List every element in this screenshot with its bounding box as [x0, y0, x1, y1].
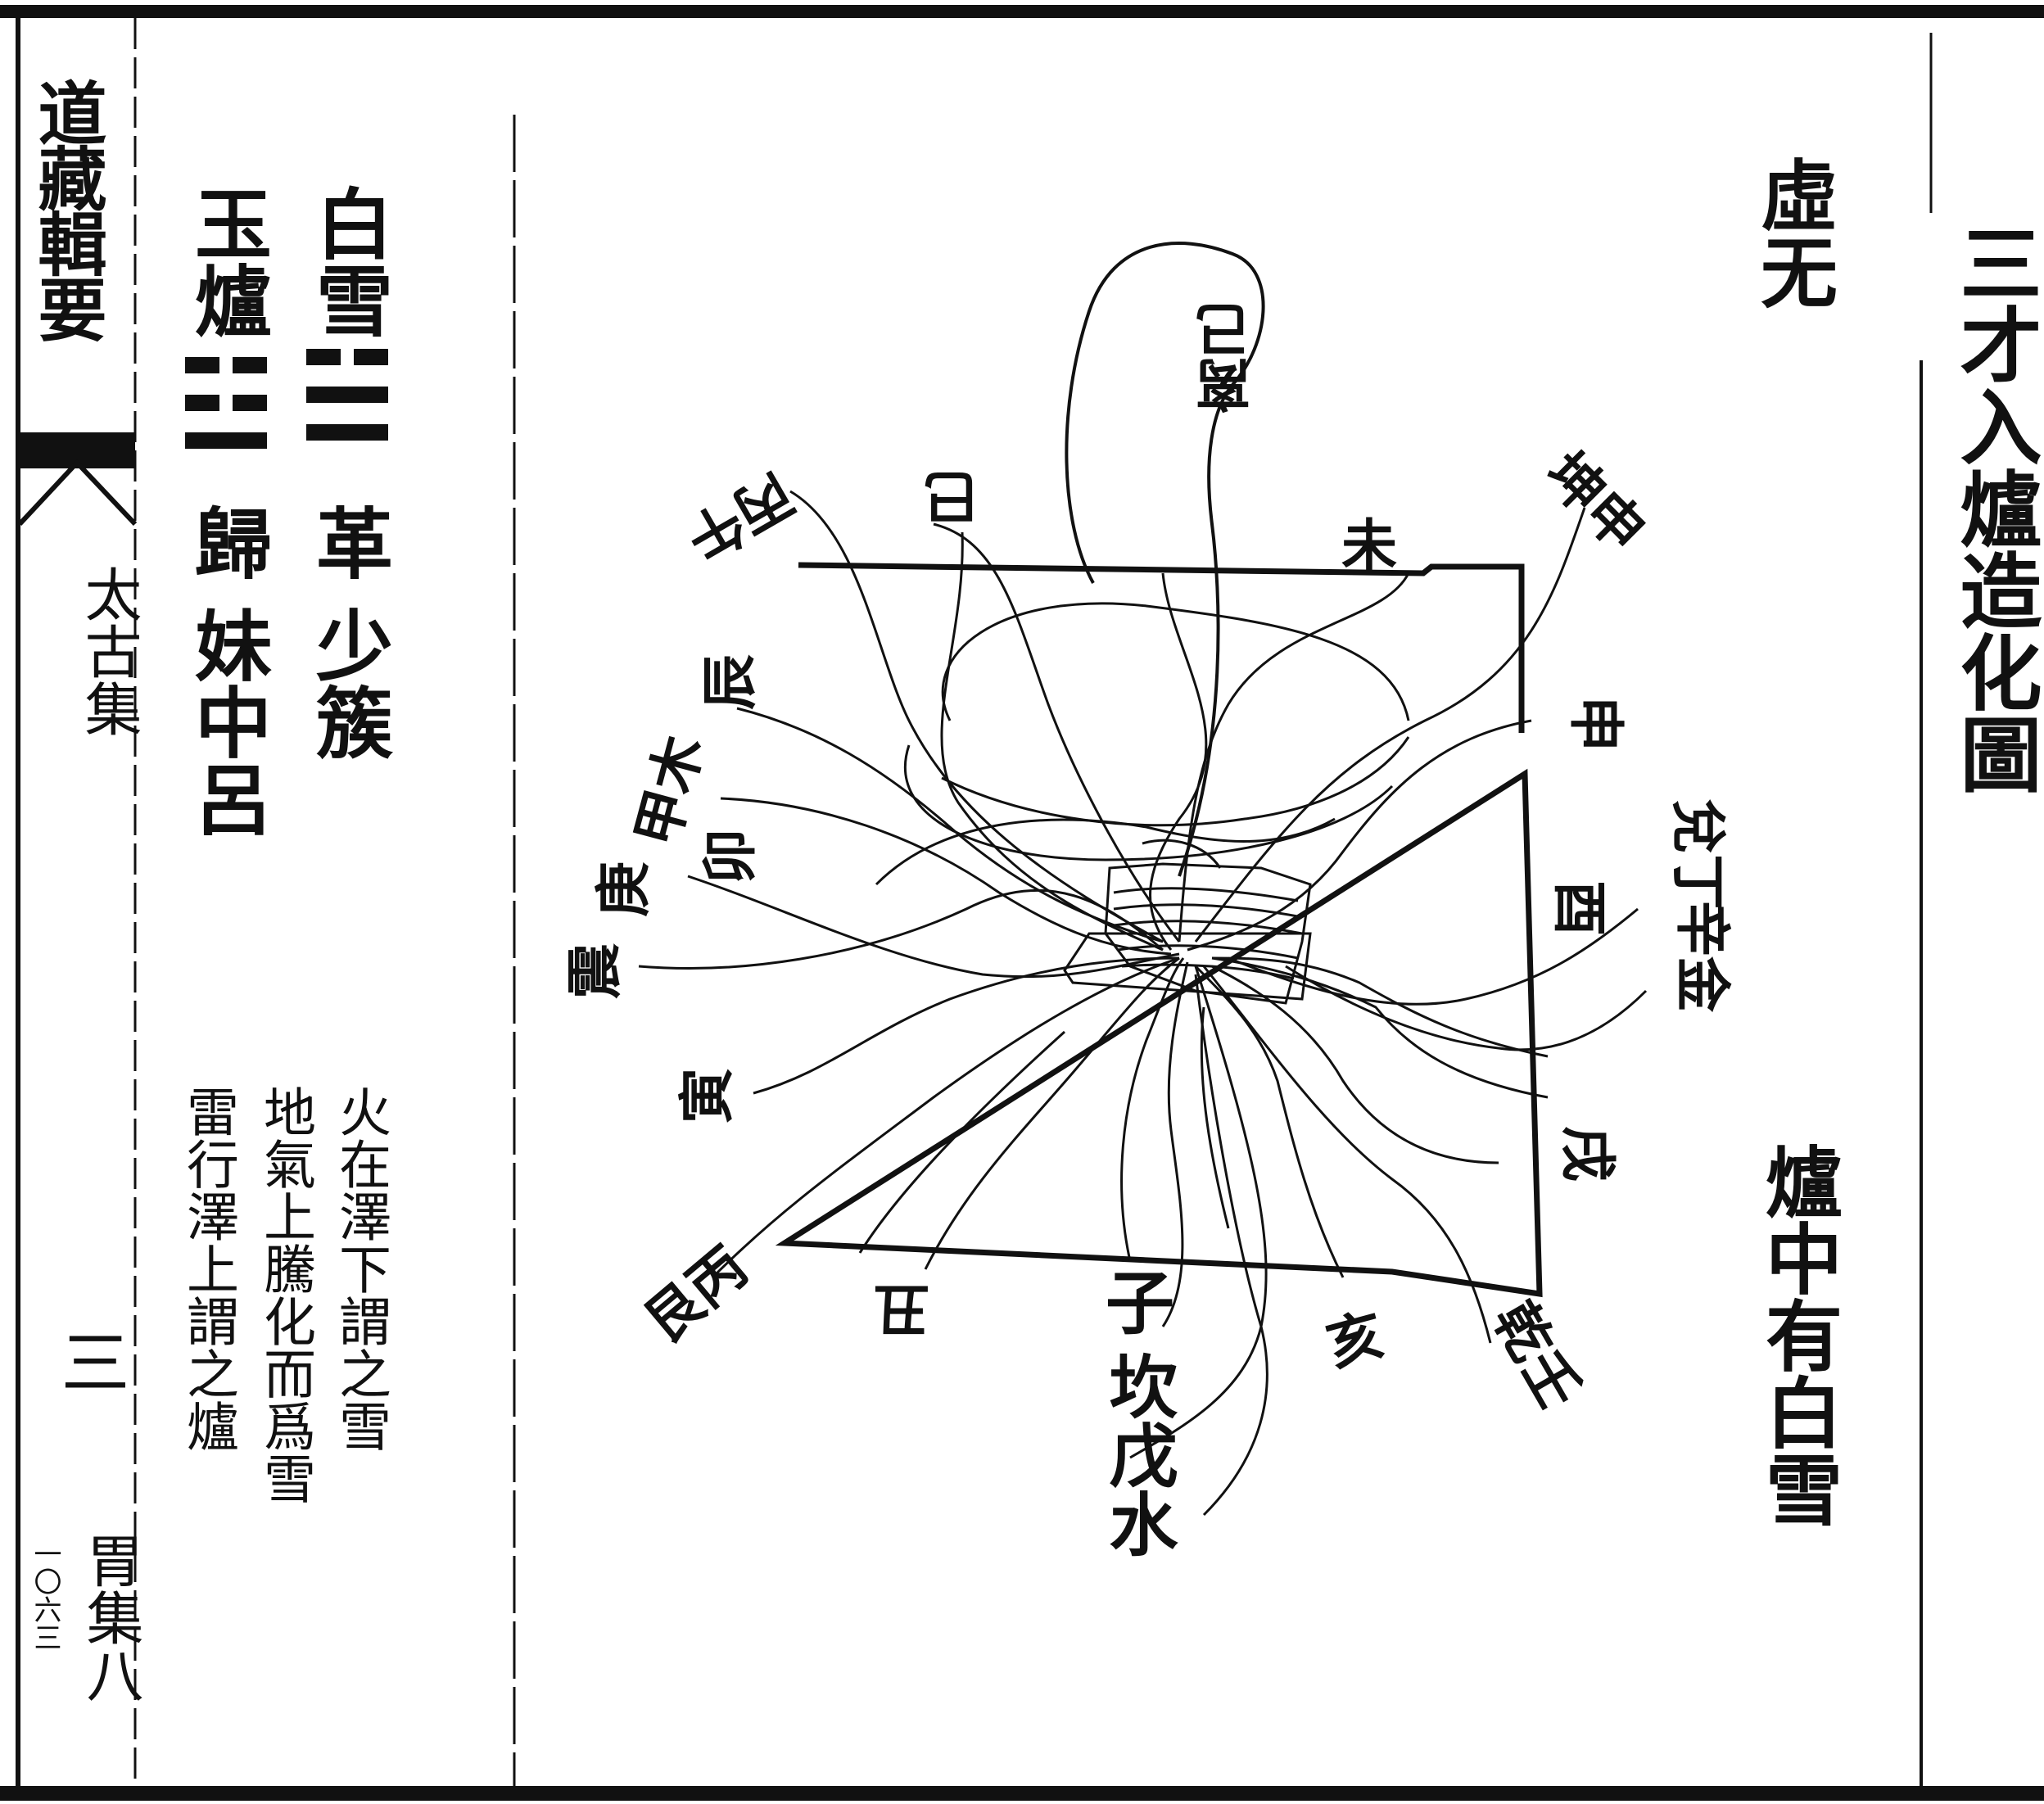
- label-yin: 寅: [675, 1068, 740, 1124]
- page-number: 三: [50, 1327, 130, 1395]
- commentary-line-3: 雷行澤上謂之爐: [178, 1085, 238, 1452]
- trigram-zhen-guimei: [185, 352, 267, 475]
- label-zhen: 震: [563, 943, 628, 999]
- folio-number: 一〇六三: [29, 1540, 61, 1651]
- hexagram-name-left: 玉爐: [182, 184, 272, 338]
- label-shen: 申: [1562, 696, 1628, 752]
- pitch-shaocu: 少簇: [303, 606, 393, 760]
- label-geng: 庚: [591, 861, 657, 917]
- label-wei: 未: [1341, 513, 1397, 579]
- label-chou: 丑: [874, 1276, 929, 1341]
- commentary-line-2: 地氣上騰化而爲雪: [255, 1085, 315, 1504]
- heading-void: 虛无: [1748, 156, 1838, 310]
- label-xu: 戌: [1554, 1126, 1620, 1182]
- label-xin-jin: 辛金: [1669, 901, 1734, 1013]
- volume-label: 胃集八: [77, 1531, 144, 1703]
- label-kan-wu-shui: 坎戊水: [1098, 1351, 1179, 1558]
- label-li-ji: 离己: [1196, 302, 1261, 414]
- label-si: 巳: [923, 463, 979, 528]
- label-chen: 辰: [698, 654, 763, 710]
- furnace-square: [775, 562, 1543, 1298]
- label-dui-ding: 兌丁: [1665, 798, 1730, 910]
- label-hai: 亥: [1320, 1301, 1391, 1379]
- label-bing-wu: 丙午: [675, 460, 804, 572]
- trigram-dui-ge: [306, 344, 388, 467]
- subcollection-title: 太古集: [75, 565, 142, 737]
- label-qian-ren: 乾壬: [1481, 1291, 1593, 1421]
- label-mao: 卯: [698, 829, 763, 884]
- label-you: 酉: [1546, 880, 1612, 936]
- commentary-line-1: 火在澤下謂之雪: [330, 1085, 391, 1452]
- hexagram-ge: 革: [303, 504, 393, 581]
- caption-white-snow: 爐中有白雪: [1752, 1142, 1843, 1527]
- label-kun-shen: 坤申: [1532, 440, 1657, 565]
- label-zi: 子: [1106, 1263, 1175, 1344]
- hexagram-gui: 歸: [182, 504, 272, 581]
- page-title: 三才入爐造化圖: [1946, 221, 2042, 794]
- pitch-mei-zhonglu: 妹中呂: [182, 606, 272, 837]
- label-gen-bing: 艮丙: [632, 1234, 760, 1356]
- collection-title: 道藏輯要: [27, 78, 108, 340]
- hexagram-name-right: 白雪: [303, 184, 393, 338]
